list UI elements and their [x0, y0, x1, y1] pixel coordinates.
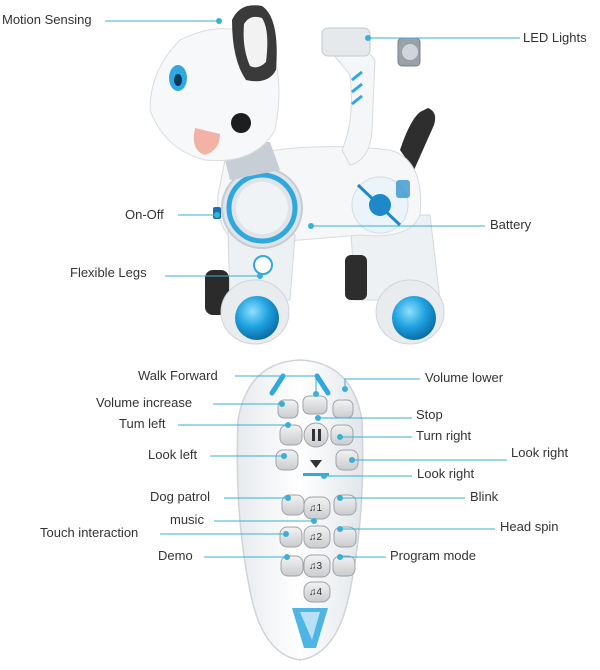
- music-3-button[interactable]: [303, 554, 331, 578]
- touch-interaction-button[interactable]: [279, 526, 303, 548]
- label-look-right-2: Look right: [417, 466, 475, 481]
- music-4-button[interactable]: [303, 581, 331, 603]
- label-on-off: On-Off: [125, 207, 164, 222]
- label-flexible-legs: Flexible Legs: [70, 265, 147, 280]
- demo-button[interactable]: [280, 555, 304, 577]
- label-turn-right: Turn right: [416, 428, 472, 443]
- label-touch-interaction: Touch interaction: [40, 525, 139, 540]
- label-look-left: Look left: [148, 447, 198, 462]
- label-music: music: [170, 512, 204, 527]
- chest-ring: [221, 167, 303, 249]
- music-2-button[interactable]: [303, 525, 331, 549]
- robot-nose: [231, 113, 251, 133]
- look-left-button[interactable]: [275, 449, 299, 471]
- music-2-glyph: ♫2: [309, 532, 323, 543]
- robot-mouth: [193, 128, 220, 155]
- music-4-glyph: ♫4: [309, 587, 323, 598]
- label-turn-left: Tum left: [119, 416, 166, 431]
- walk-forward-button[interactable]: [302, 395, 328, 415]
- stop-button[interactable]: [303, 422, 329, 448]
- robot-tail: [400, 108, 436, 170]
- label-head-spin: Head spin: [500, 519, 559, 534]
- battery-cover: [351, 176, 410, 234]
- led-light: [321, 27, 421, 67]
- label-battery: Battery: [490, 217, 532, 232]
- volume-lower-button[interactable]: [332, 399, 354, 419]
- label-stop: Stop: [416, 407, 443, 422]
- program-mode-button[interactable]: [332, 555, 356, 577]
- label-program-mode: Program mode: [390, 548, 476, 563]
- label-look-right-1: Look right: [511, 445, 569, 460]
- down-arrow-icon[interactable]: [310, 460, 322, 468]
- label-motion-sensing: Motion Sensing: [2, 12, 92, 27]
- label-blink: Blink: [470, 489, 499, 504]
- remote-control: [236, 359, 364, 661]
- label-volume-increase: Volume increase: [96, 395, 193, 410]
- label-walk-forward: Walk Forward: [138, 368, 218, 383]
- leg-joint: [253, 255, 273, 275]
- turn-left-button[interactable]: [279, 424, 303, 446]
- label-dog-patrol: Dog patrol: [150, 489, 210, 504]
- leader-lines: [105, 18, 520, 560]
- label-volume-lower: Volume lower: [425, 370, 504, 385]
- head-spin-button[interactable]: [333, 526, 357, 548]
- music-3-glyph: ♫3: [309, 561, 323, 572]
- music-1-button[interactable]: [303, 496, 331, 520]
- robot-dog: [149, 5, 445, 345]
- music-1-glyph: ♫1: [309, 503, 323, 514]
- label-led-lights: LED Lights: [523, 30, 587, 45]
- label-demo: Demo: [158, 548, 193, 563]
